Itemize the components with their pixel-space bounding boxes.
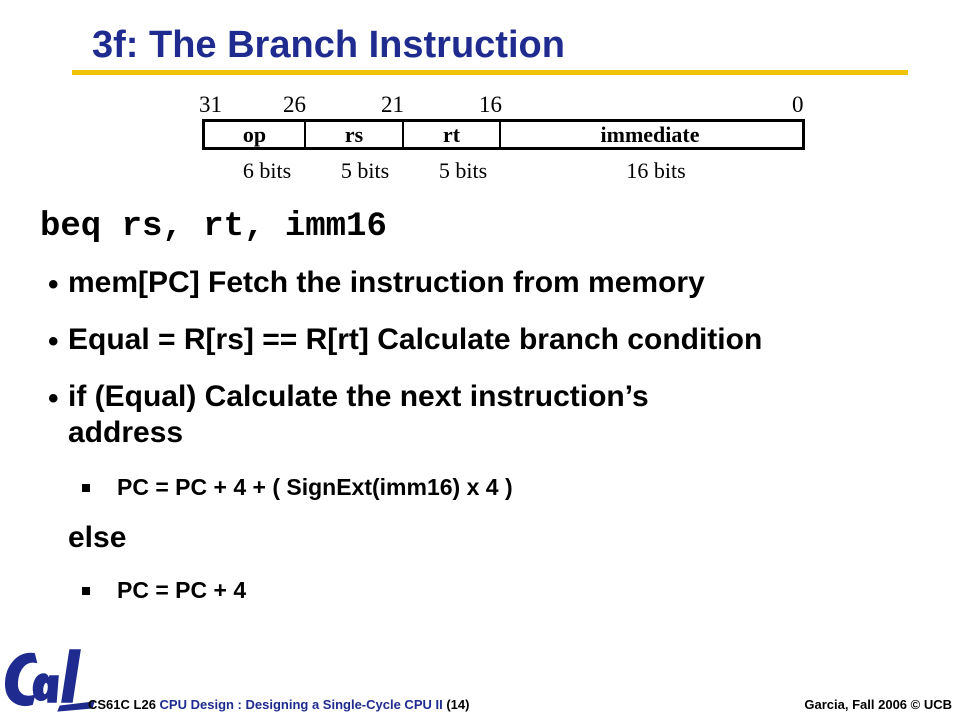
bullet-fetch: mem[PC] Fetch the instruction from memor… [68, 266, 705, 299]
title-underline [72, 70, 908, 75]
cal-logo [4, 649, 95, 712]
width-rs: 5 bits [340, 158, 390, 183]
bullet-dot: • [48, 268, 59, 301]
bit-21: 21 [381, 92, 404, 117]
bullet-dot: • [48, 325, 59, 358]
else-label: else [68, 521, 127, 554]
instruction-format-box [202, 119, 801, 150]
field-immediate: immediate [600, 122, 700, 147]
sub-bullet-square [82, 587, 90, 595]
else-expression: PC = PC + 4 [117, 577, 247, 603]
footer-credit: Garcia, Fall 2006 © UCB [804, 697, 952, 712]
instruction-format-box-edge [797, 119, 805, 150]
footer-course-suffix: (14) [442, 697, 470, 712]
then-expression: PC = PC + 4 + ( SignExt(imm16) x 4 ) [117, 474, 513, 500]
field-divider [304, 119, 306, 150]
width-op: 6 bits [242, 158, 292, 183]
footer-course: CS61C L26 CPU Design : Designing a Singl… [88, 697, 469, 712]
footer-course-topic: CPU Design : Designing a Single-Cycle CP… [159, 697, 443, 712]
field-divider [402, 119, 404, 150]
width-rt: 5 bits [438, 158, 488, 183]
field-divider [499, 119, 501, 150]
footer-course-prefix: CS61C L26 [88, 697, 160, 712]
width-immediate: 16 bits [626, 158, 686, 183]
field-rs: rs [344, 122, 364, 147]
bullet-condition: Equal = R[rs] == R[rt] Calculate branch … [68, 323, 763, 356]
bit-0: 0 [792, 92, 804, 117]
field-op: op [242, 122, 267, 147]
bullet-next-address: if (Equal) Calculate the next instructio… [68, 380, 649, 413]
bullet-dot: • [48, 382, 59, 415]
bullet-next-address-cont: address [68, 416, 184, 449]
sub-bullet-square [82, 484, 90, 492]
bit-26: 26 [283, 92, 306, 117]
field-rt: rt [442, 122, 461, 147]
bit-31: 31 [199, 92, 222, 117]
page-title: 3f: The Branch Instruction [92, 24, 565, 66]
instruction-syntax: beq rs, rt, imm16 [40, 208, 387, 246]
bit-16: 16 [479, 92, 502, 117]
